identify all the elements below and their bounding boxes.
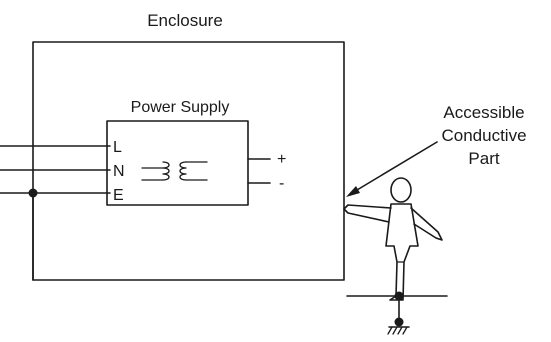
power-supply-label: Power Supply: [131, 99, 230, 116]
callout-arrow: [346, 141, 438, 197]
enclosure-label: Enclosure: [147, 11, 223, 30]
earth-ground-icon: [387, 326, 410, 335]
terminal-e-label: E: [113, 187, 124, 204]
accessible-label-line1: Accessible: [443, 103, 524, 122]
enclosure-box: [32, 41, 345, 281]
output-plus-label: +: [277, 151, 286, 168]
power-supply-box: [106, 120, 249, 206]
terminal-l-label: L: [113, 139, 122, 156]
person-figure-icon: [343, 177, 443, 301]
accessible-label-line3: Part: [468, 149, 499, 168]
transformer-icon: [141, 161, 208, 181]
accessible-label-line2: Conductive: [441, 126, 526, 145]
terminal-n-label: N: [113, 163, 125, 180]
output-minus-label: -: [279, 175, 284, 192]
ground-node-dot: [394, 317, 404, 327]
